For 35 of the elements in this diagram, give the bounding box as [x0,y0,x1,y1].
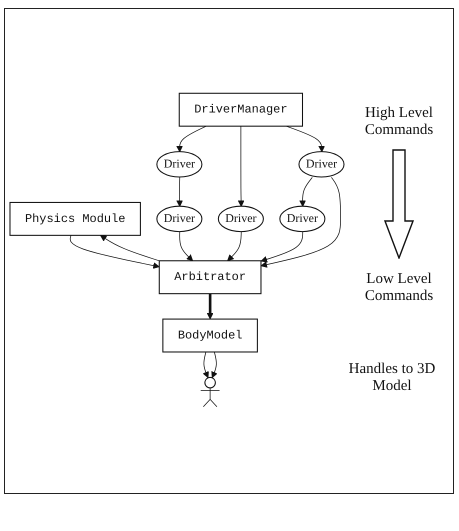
process-box [158,260,262,294]
note-text: Low Level Commands [364,271,434,306]
arrow [299,177,313,207]
ellipse-node [279,206,326,232]
process-box [178,92,304,127]
note-text: Handles to 3D Model [348,361,436,396]
arrow [100,235,160,262]
arrow [227,232,242,262]
arrow [176,126,207,152]
node-label: Driver [164,156,195,172]
note-text: High Level Commands [364,105,434,140]
ellipse-node [156,206,202,232]
process-box [9,202,141,236]
node-label: Driver [286,211,318,227]
node-label: BodyModel [178,328,242,344]
arrow [211,352,218,378]
ellipse-node [298,151,345,178]
arrow [70,234,160,269]
arrow [179,232,194,262]
arrow [176,177,183,207]
arrow [206,294,214,320]
process-box [162,318,258,352]
arrow [260,232,304,262]
node-label: DriverManager [194,102,288,118]
stick-figure-icon [200,376,220,408]
node-label: Driver [225,211,256,227]
arrow [260,177,341,268]
node-label: Driver [306,156,338,172]
ellipse-node [156,151,202,178]
ellipse-node [218,206,264,232]
node-label: Arbitrator [174,269,246,286]
node-label: Driver [164,211,195,227]
arrow [202,352,209,378]
node-label: Physics Module [24,211,126,228]
arrow [238,126,244,207]
